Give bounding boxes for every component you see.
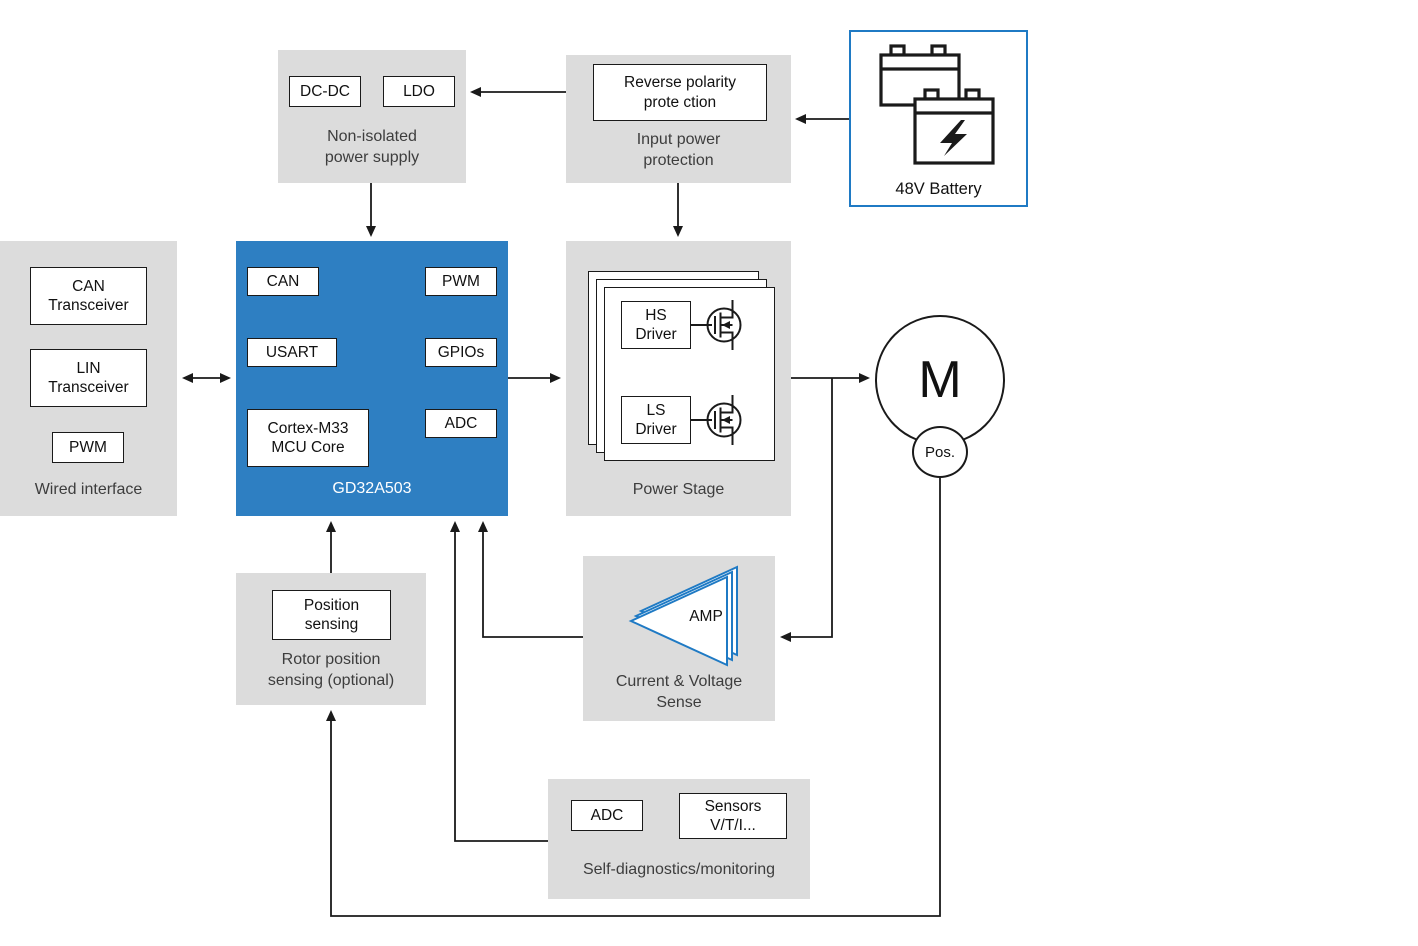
lightning-icon — [940, 120, 967, 156]
battery-icon — [879, 44, 995, 165]
chip-ldo: LDO — [383, 76, 455, 107]
power-stage-title: Power Stage — [632, 481, 725, 498]
power-supply-title: Non-isolated power supply — [324, 128, 420, 166]
chip-reverse-polarity-protection: Reverse polarity prote ction — [593, 64, 767, 121]
input-protection-title: Input power protection — [636, 131, 721, 169]
chip-mcu-can: CAN — [247, 267, 319, 296]
diagnostics-title: Self-diagnostics/monitoring — [582, 861, 776, 878]
chip-dcdc: DC-DC — [289, 76, 361, 107]
chip-mcu-adc: ADC — [425, 409, 497, 438]
chip-diagnostics-sensors: Sensors V/T/I... — [679, 793, 787, 839]
current-voltage-sense-title: Current & Voltage Sense — [615, 673, 743, 711]
chip-mcu-core: Cortex-M33 MCU Core — [247, 409, 369, 467]
mosfet-hs-icon — [691, 300, 742, 350]
wired-interface-title: Wired interface — [34, 481, 143, 498]
chip-mcu-usart: USART — [247, 338, 337, 367]
chip-ls-driver: LS Driver — [621, 396, 691, 444]
block-rotor-position-sensing: Position sensing Rotor position sensing … — [236, 573, 426, 705]
mcu-title: GD32A503 — [332, 480, 412, 497]
block-mcu-gd32a503: CAN PWM USART GPIOs Cortex-M33 MCU Core … — [236, 241, 508, 516]
block-wired-interface: CAN Transceiver LIN Transceiver PWM Wire… — [0, 241, 177, 516]
amp-icon — [628, 565, 738, 667]
connector-diagnostics-to-mcu — [450, 521, 548, 842]
chip-pwm-interface: PWM — [52, 432, 124, 463]
block-current-voltage-sense: AMP Current & Voltage Sense — [583, 556, 775, 721]
chip-can-transceiver: CAN Transceiver — [30, 267, 147, 325]
chip-lin-transceiver: LIN Transceiver — [30, 349, 147, 407]
connector-current-sense-to-mcu — [478, 521, 583, 638]
chip-position-sensing: Position sensing — [272, 590, 391, 640]
chip-diagnostics-adc: ADC — [571, 800, 643, 831]
block-power-stage: HS Driver LS Driver Power Stage — [566, 241, 791, 516]
motor-symbol: M — [875, 315, 1005, 445]
battery-label: 48V Battery — [895, 180, 982, 198]
chip-mcu-gpios: GPIOs — [425, 338, 497, 367]
mosfet-ls-icon — [691, 395, 742, 445]
chip-mcu-pwm: PWM — [425, 267, 497, 296]
block-self-diagnostics: ADC Sensors V/T/I... Self-diagnostics/mo… — [548, 779, 810, 899]
position-sensor-badge: Pos. — [912, 426, 968, 478]
block-48v-battery: 48V Battery — [849, 30, 1028, 207]
block-non-isolated-power-supply: DC-DC LDO Non-isolated power supply — [278, 50, 466, 183]
rotor-sensing-title: Rotor position sensing (optional) — [267, 651, 395, 689]
chip-hs-driver: HS Driver — [621, 301, 691, 349]
amp-label: AMP — [689, 608, 723, 625]
block-input-power-protection: Reverse polarity prote ction Input power… — [566, 55, 791, 183]
